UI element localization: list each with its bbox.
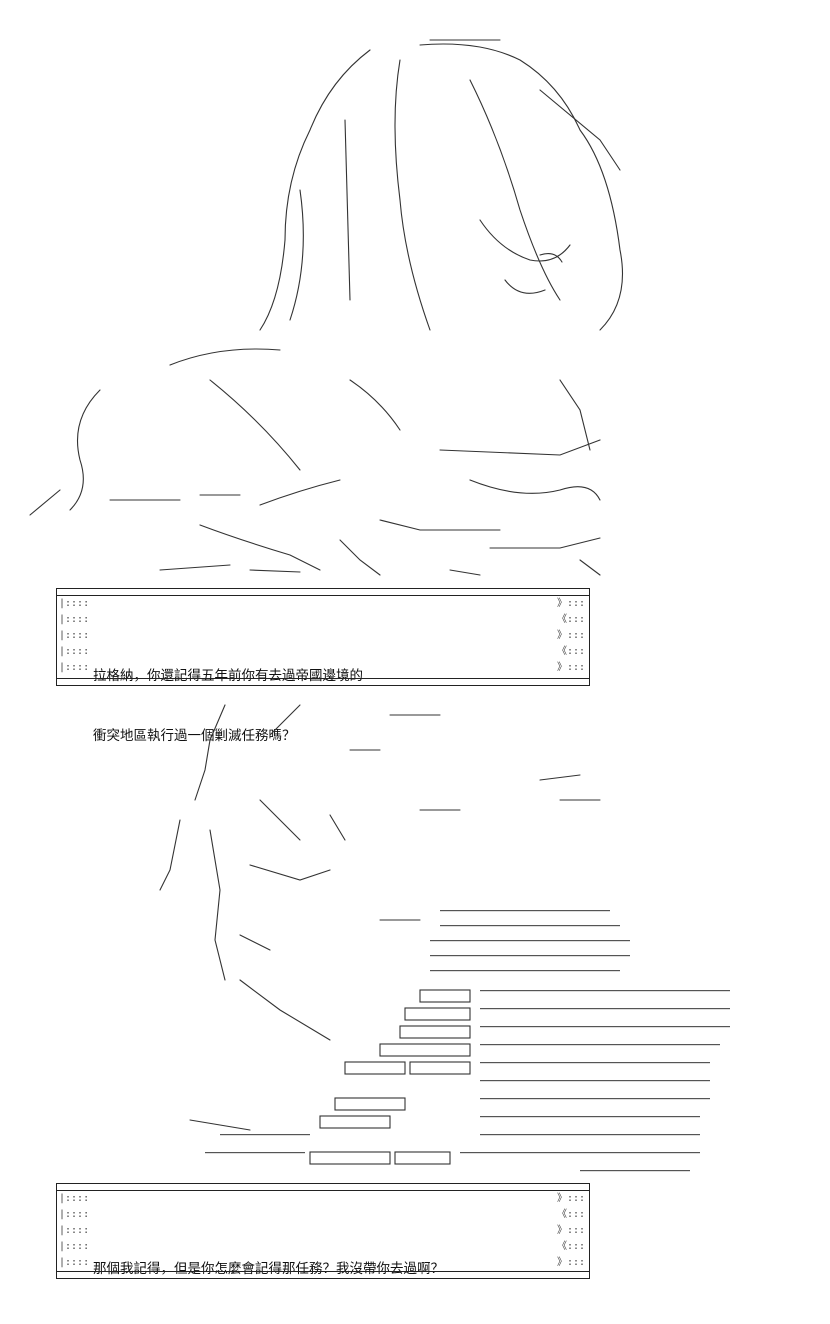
speech-box-2: |:::::《 |::::::》 |:::::《 |::::::》 |:::::… [56, 1183, 590, 1279]
sitting-figures-drawing [29, 39, 623, 576]
speech-box-right-rail: 》:::::| 《::::::| 》:::::| 《::::::| 》:::::… [557, 598, 587, 673]
ascii-art-illustration-bottom [0, 690, 830, 1180]
ascii-art-illustration-top [0, 0, 830, 585]
speech-text: 那個我記得，但是你怎麼會記得那任務？我沒帶你去過啊？ [93, 1219, 553, 1319]
speech-box-left-rail: |:::::《 |::::::》 |:::::《 |::::::》 |:::::… [59, 1193, 89, 1268]
speech-box-left-rail: |:::::《 |::::::》 |:::::《 |::::::》 |:::::… [59, 598, 89, 673]
figure-with-crates-drawing [159, 704, 730, 1172]
speech-box-1: |:::::《 |::::::》 |:::::《 |::::::》 |:::::… [56, 588, 590, 744]
speech-line: 拉格納，你還記得五年前你有去過帝國邊境的 [93, 668, 363, 684]
speech-line: 那個我記得，但是你怎麼會記得那任務？我沒帶你去過啊？ [93, 1261, 444, 1277]
speech-box-right-rail: 》:::::| 《::::::| 》:::::| 《::::::| 》:::::… [557, 1193, 587, 1268]
speech-line: 衝突地區執行過一個剿滅任務嗎？ [93, 728, 296, 744]
